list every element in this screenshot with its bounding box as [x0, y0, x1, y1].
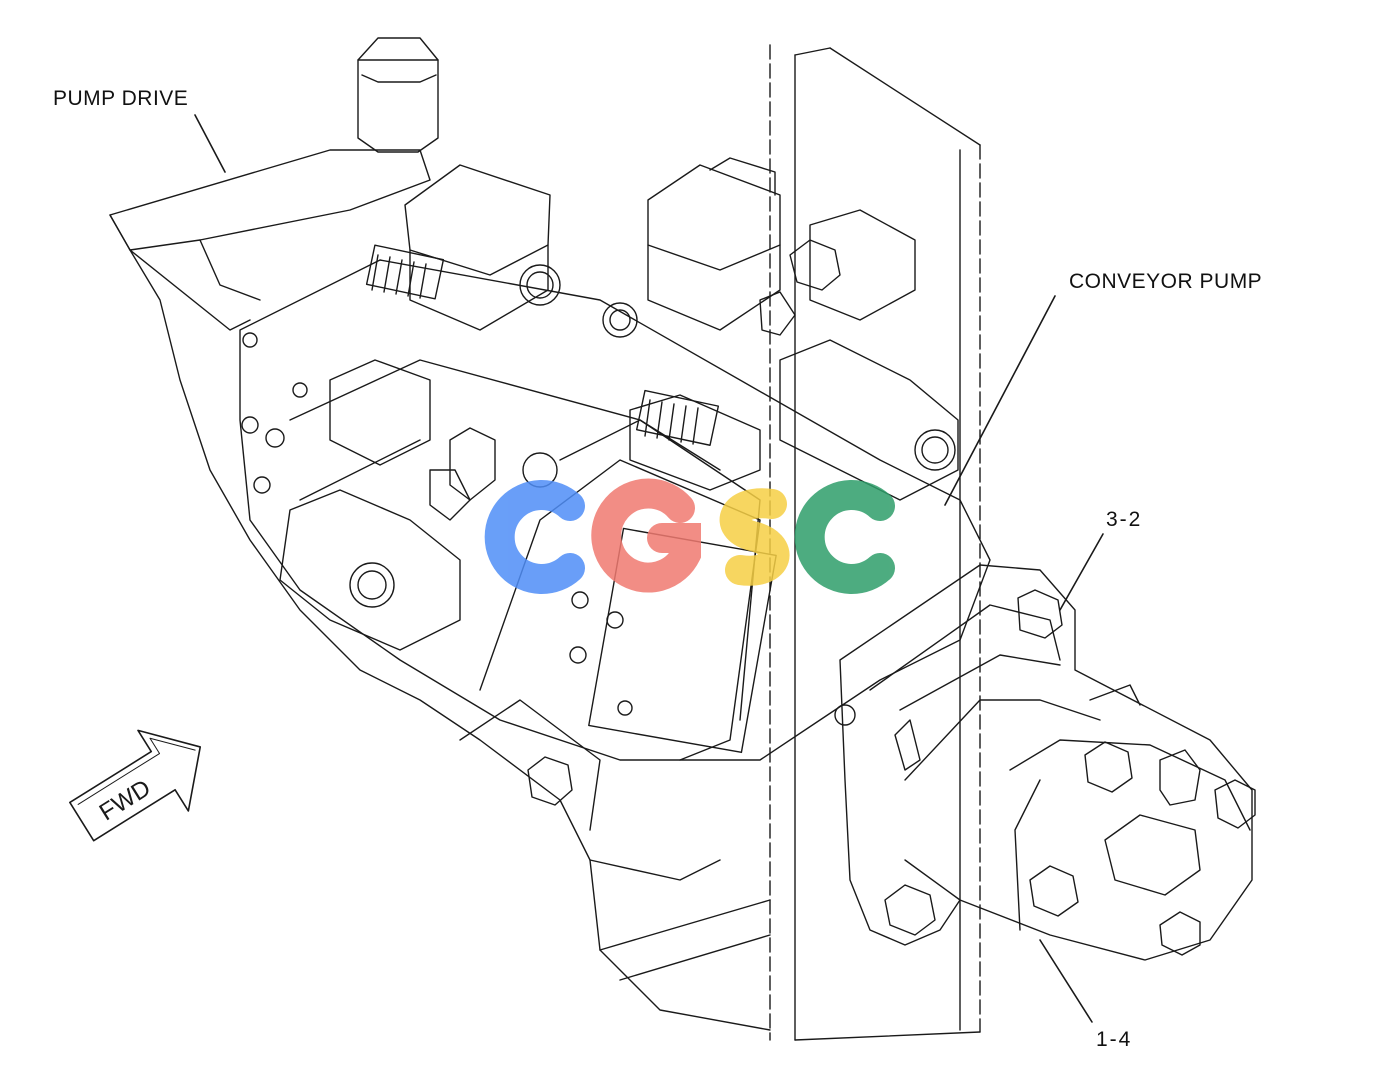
leader-1-4 [1039, 939, 1093, 1023]
leader-conveyor-pump [944, 295, 1056, 506]
frame-plate [769, 44, 981, 1041]
callout-ref-1-4: 1-4 [1096, 1028, 1133, 1051]
callout-pump-drive: PUMP DRIVE [53, 87, 189, 110]
callout-ref-3-2: 3-2 [1106, 508, 1143, 531]
fittings [357, 37, 720, 446]
callout-conveyor-pump: CONVEYOR PUMP [1069, 270, 1263, 293]
leader-pump-drive [194, 114, 226, 173]
conveyor-pump [839, 564, 1256, 961]
solenoid-valves [279, 157, 959, 651]
leader-3-2 [1059, 533, 1104, 611]
fwd-arrow-icon: FWD [69, 729, 202, 842]
fwd-arrow-label: FWD [95, 774, 156, 826]
leader-lines [194, 114, 1104, 1023]
bolts-and-ports [241, 239, 956, 806]
pump-drive-housing [109, 149, 771, 1031]
